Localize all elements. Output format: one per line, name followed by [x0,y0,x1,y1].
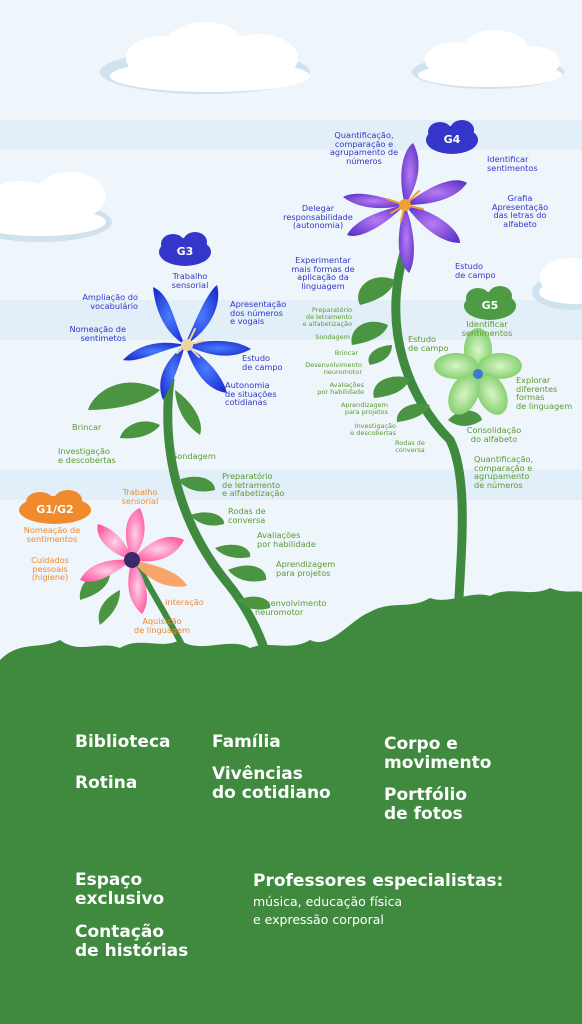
g4-label-brincar: Brincar [334,349,358,357]
g5-label-quantificacao: Quantificação, comparação e agrupamento … [474,454,534,490]
g3-label-nomeacao: Nomeação de sentimetos [69,324,126,343]
g1g2-label-nomeacao: Nomeação de sentimentos [23,525,81,544]
g1g2-badge-shape [19,490,91,524]
g4-flower [343,143,467,273]
bottom-item-vivencias: Vivências do cotidiano [212,764,331,803]
g3-label-desenvolvimento: Desenvolvimento neuromotor [255,598,327,617]
g4-label-grafia: Grafia Apresentação das letras do alfabe… [491,193,549,229]
cloud-top-center [100,22,310,94]
leaves [79,277,482,625]
g3-label-ampliacao: Ampliação do vocabulário [82,292,138,311]
cloud-right [532,258,582,310]
g3-label-investigacao: Investigação e descobertas [58,446,116,465]
g4-label-avaliacoes: Avaliações por habilidade [317,381,364,396]
bottom-item-espaco: Espaço exclusivo [75,870,165,909]
g1g2-badge: G1/G2 [36,503,74,516]
g4-label-quantificacao: Quantificação, comparação e agrupamento … [329,130,399,166]
g3-label-brincar: Brincar [72,422,102,432]
bottom-item-professores: Professores especialistas: [253,871,504,891]
bottom-item-familia: Família [212,732,281,752]
g5-label-identificar: Identificar sentimentos [461,319,513,338]
g4-label-experimentar: Experimentar mais formas de aplicação da… [291,255,355,291]
g4-label-rodas: Rodas de conversa [395,439,425,454]
bottom-item-contacao: Contação de histórias [75,922,189,961]
g3-flower [123,285,251,400]
g4-badge-shape [426,120,478,154]
g4-label-preparatorio: Preparatório de letramento e alfabetizaç… [302,306,352,328]
bottom-item-portfolio: Portfólio de fotos [384,785,468,824]
g4-label-delegar: Delegar responsabilidade (autonomia) [283,203,353,231]
g5-label-consolidacao: Consolidação do alfabeto [466,425,522,444]
g3-label-estudo-campo: Estudo de campo [242,353,283,372]
g1g2-label-interacao: Interação [165,597,204,607]
g4-label-desenvolvimento: Desenvolvimento neuromotor [305,361,362,376]
g3-badge: G3 [176,245,194,258]
bottom-item-biblioteca: Biblioteca [75,732,171,752]
g5-badge: G5 [481,299,499,312]
bottom-item-corpo-movimento: Corpo e movimento [384,734,492,773]
g5-label-estudo-campo: Estudo de campo [408,334,449,353]
g4-label-estudo-campo: Estudo de campo [455,261,496,280]
g4-label-sondagem: Sondagem [315,333,350,341]
g3-label-trabalho-sensorial: Trabalho sensorial [171,271,209,290]
specialists-detail: música, educação física e expressão corp… [253,894,403,928]
g4-label-investigacao: Investigação e descobertas [350,422,396,437]
g5-label-explorar: Explorar diferentes formas de linguagem [516,375,573,411]
grass-ground [0,588,582,1024]
bottom-item-rotina: Rotina [75,773,138,793]
g4-badge: G4 [443,133,461,146]
g3-label-rodas: Rodas de conversa [228,506,266,525]
g3-label-sondagem: Sondagem [172,451,216,461]
g3-label-preparatorio: Preparatório de letramento e alfabetizaç… [222,471,285,499]
g3-label-apresentacao: Apresentação dos números e vogais [230,299,287,327]
g5-flower [434,328,522,415]
g5-badge-shape [464,286,516,320]
cloud-left [0,172,112,242]
g1g2-label-cuidados: Cuidados pessoais (higiene) [31,555,69,583]
g3-label-aprendizagem: Aprendizagem para projetos [276,559,336,578]
g3-badge-shape [159,232,211,266]
g4-label-aprendizagem: Aprendizagem para projetos [340,401,388,416]
g3-label-autonomia: Autonomia de situações cotidianas [225,380,277,408]
cloud-top-right [412,30,564,89]
g1g2-label-trabalho-sensorial: Trabalho sensorial [121,487,159,506]
g3-label-avaliacoes: Avaliações por habilidade [257,530,316,549]
g4-label-identificar-sentimentos: Identificar sentimentos [487,154,538,173]
g1g2-flower [80,508,187,614]
g1g2-label-aquisicao: Aquisição de linguagem [133,616,191,635]
